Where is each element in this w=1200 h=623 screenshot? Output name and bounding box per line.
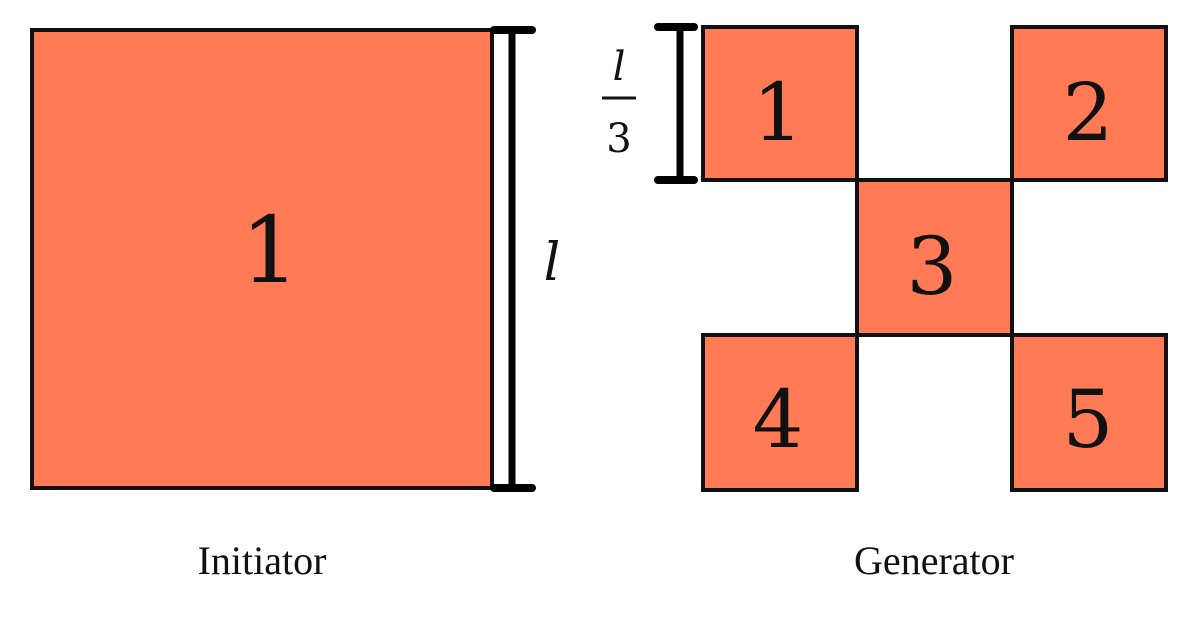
- generator-dimension-bracket: [654, 23, 698, 184]
- initiator-square-number: 1: [241, 197, 300, 304]
- initiator-square: [30, 28, 494, 490]
- initiator-dimension-bracket: [490, 26, 536, 492]
- initiator-side-label: l: [544, 233, 561, 293]
- initiator-group: 1 l Initiator: [30, 26, 561, 583]
- generator-square-4: 4: [701, 333, 859, 492]
- fraction-denominator: 3: [606, 116, 631, 162]
- generator-caption: Generator: [854, 538, 1014, 583]
- generator-square-2: 2: [1010, 25, 1168, 182]
- generator-square-5: 5: [1010, 333, 1168, 492]
- generator-square-1: 1: [701, 25, 859, 182]
- generator-group: l 3 1 2 3 4 5 Generator: [602, 23, 1168, 583]
- initiator-caption: Initiator: [198, 538, 327, 583]
- generator-square-number: 1: [753, 66, 804, 159]
- fraction-numerator: l: [613, 44, 626, 90]
- generator-square-3: 3: [855, 178, 1014, 337]
- generator-square-number: 2: [1063, 66, 1114, 159]
- generator-square-number: 4: [753, 373, 804, 466]
- generator-side-label-fraction: l 3: [602, 44, 636, 162]
- generator-square-number: 3: [907, 220, 958, 313]
- generator-square-number: 5: [1063, 373, 1114, 466]
